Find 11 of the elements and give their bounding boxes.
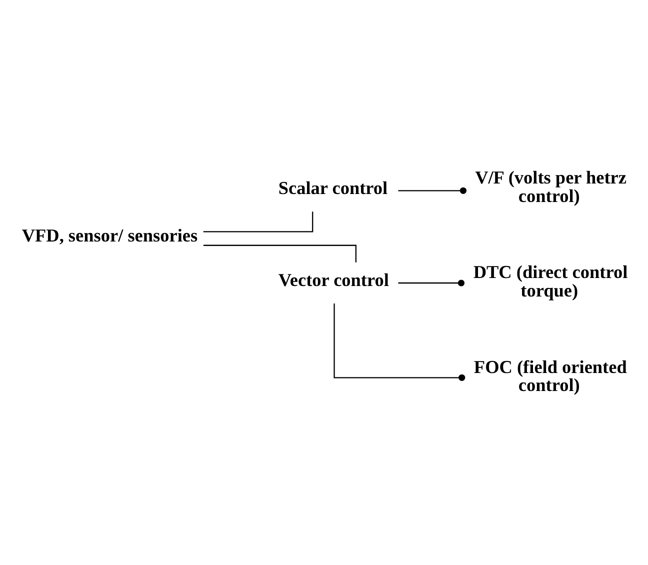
connector [398,279,465,286]
node-text: Vector control [278,270,389,290]
node-text: DTC (direct control torque) [473,262,628,300]
connector [398,186,466,194]
connector [334,303,466,380]
connector [203,211,314,232]
node-text: Scalar control [278,177,388,198]
connector [203,244,356,262]
node-text: V/F (volts per hetrz control) [475,167,626,206]
node-text: VFD, sensor/ sensories [22,225,198,246]
node-text: FOC (field oriented control) [474,356,627,395]
